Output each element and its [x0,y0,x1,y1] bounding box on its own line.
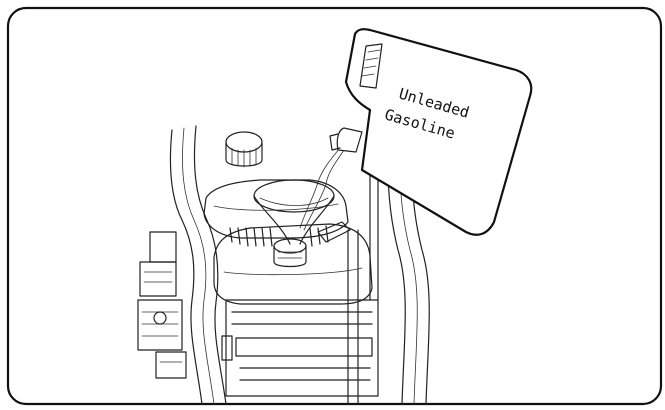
diagram-frame [8,8,661,404]
